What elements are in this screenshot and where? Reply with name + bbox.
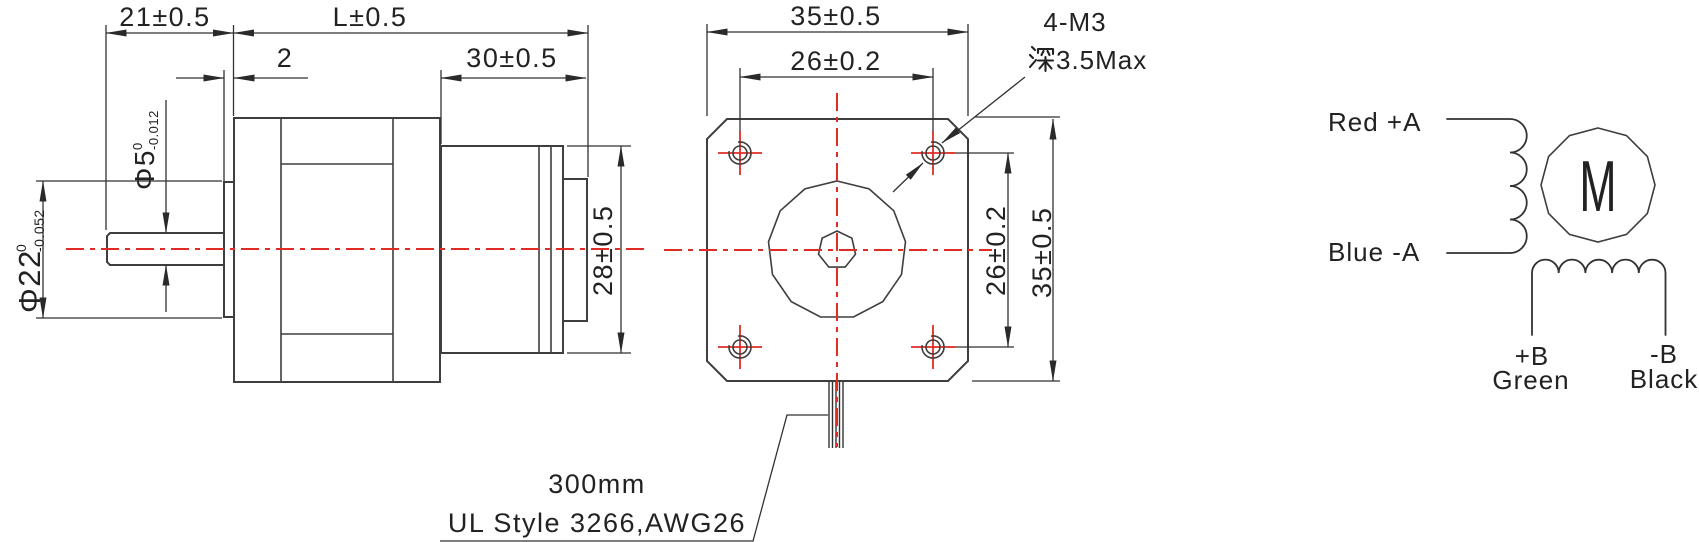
dim-face-width: 35±0.5: [706, 1, 969, 116]
motor-symbol-circle: [1540, 127, 1656, 243]
dim-pilot-thickness: 2: [176, 43, 308, 181]
dim-motor-length: 30±0.5: [440, 43, 587, 144]
dim-motor-height: 28±0.5: [567, 145, 631, 354]
coil-phase-a: [1446, 118, 1528, 254]
wiring-diagram: Red +A Blue -A M +B Green -B Black: [1328, 107, 1699, 395]
label-phase-a-negative: Blue -A: [1328, 237, 1420, 267]
dim-hole-spacing-horizontal: 26±0.2: [739, 46, 934, 132]
cable-length-label: 300mm: [548, 469, 646, 499]
dim-motor-length-label: 30±0.5: [466, 43, 557, 73]
cable-callout: 300mm UL Style 3266,AWG26: [440, 414, 828, 542]
motor-face-outline: [706, 118, 969, 382]
depth-char-shen-glyph: [1028, 45, 1055, 73]
dim-overall-length: L±0.5: [233, 2, 589, 177]
dim-pilot-diameter-tol-upper: 0: [13, 244, 29, 252]
label-phase-a-positive: Red +A: [1328, 107, 1421, 137]
label-phase-b-negative: -B: [1650, 339, 1678, 369]
dim-hole-spacing-horizontal-label: 26±0.2: [790, 46, 881, 76]
dim-pilot-diameter-label: Φ22: [12, 249, 47, 313]
mounting-hole-top-left: [717, 130, 763, 176]
dim-pilot-thickness-label: 2: [277, 43, 294, 73]
dim-motor-height-label: 28±0.5: [588, 205, 618, 296]
thread-callout-label: 4-M3: [1043, 7, 1106, 37]
dim-face-height-label: 35±0.5: [1027, 207, 1057, 298]
dim-shaft-length-label: 21±0.5: [119, 2, 210, 32]
dim-overall-length-label: L±0.5: [333, 2, 408, 32]
cable-spec-label: UL Style 3266,AWG26: [448, 508, 746, 538]
dim-shaft-diameter: Φ5 0 -0.012: [129, 100, 170, 312]
label-phase-b-positive-color: Green: [1492, 365, 1569, 395]
dim-shaft-diameter-tol-lower: -0.012: [146, 110, 161, 150]
dim-shaft-diameter-label: Φ5: [129, 149, 160, 190]
dim-face-width-label: 35±0.5: [790, 1, 881, 31]
dim-face-height: 35±0.5: [972, 116, 1060, 382]
dim-pilot-diameter-tol-lower: -0.052: [31, 209, 47, 252]
label-phase-b-positive: +B: [1515, 341, 1550, 371]
label-phase-b-negative-color: Black: [1630, 364, 1699, 394]
dim-shaft-length: 21±0.5: [105, 2, 235, 230]
mounting-hole-bottom-right: [910, 324, 956, 370]
mounting-hole-bottom-left: [717, 324, 763, 370]
front-view: 300mm UL Style 3266,AWG26 35±0.5 26±0.2 …: [440, 1, 1147, 542]
dim-hole-spacing-vertical: 26±0.2: [948, 152, 1014, 348]
dim-pilot-diameter: Φ22 0 -0.052: [12, 180, 222, 319]
dim-shaft-diameter-tol-upper: 0: [130, 142, 145, 150]
shaft-circle: [817, 230, 857, 268]
coil-phase-b: [1531, 258, 1667, 336]
side-view: 21±0.5 L±0.5 2 30±0.5 Φ5 0 -0.012: [12, 2, 650, 383]
thread-depth-label: 3.5Max: [1056, 45, 1147, 75]
motor-symbol-label: M: [1579, 146, 1616, 227]
thread-callout: 4-M3 3.5Max: [892, 7, 1147, 193]
